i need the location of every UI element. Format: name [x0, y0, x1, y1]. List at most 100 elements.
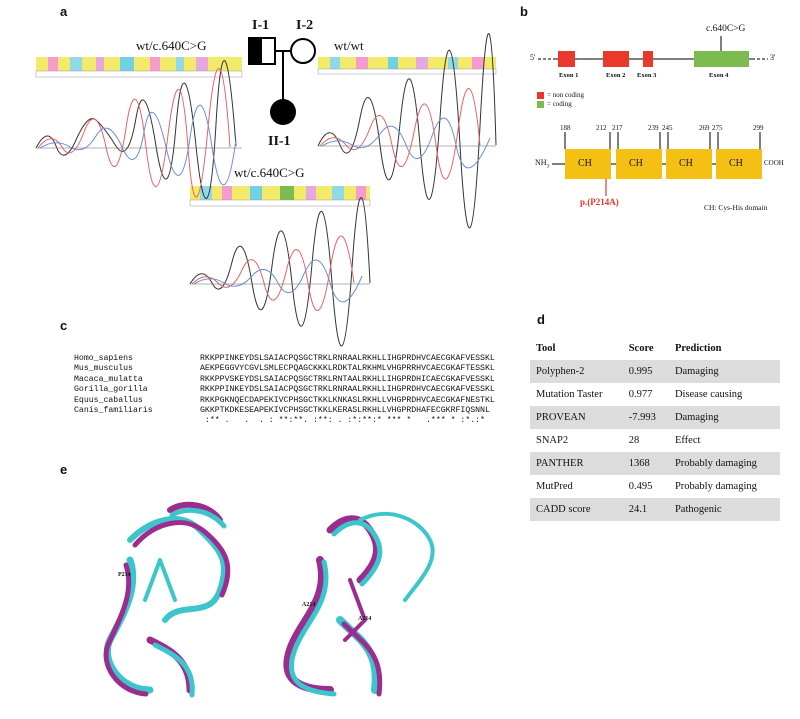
mother-symbol — [290, 38, 316, 64]
pedigree-id-child: II-1 — [268, 134, 291, 149]
header-prediction: Prediction — [674, 342, 722, 354]
species-name: Gorilla_gorilla — [74, 385, 148, 395]
cell-prediction: Probably damaging — [668, 452, 780, 475]
table-row: Mutation Taster 0.977 Disease causing — [530, 383, 780, 406]
pos-239: 239 — [648, 124, 659, 132]
cell-score: 1368 — [622, 452, 669, 475]
panel-b-letter: b — [520, 4, 528, 19]
table-row: PROVEAN -7.993 Damaging — [530, 406, 780, 429]
ch-domain-2 — [616, 149, 662, 179]
species-name: Canis_familiaris — [74, 406, 153, 416]
legend-noncoding-label: = non coding — [547, 91, 584, 99]
conservation-row: :** . . . : **:**. :**: . :*:**:* *** * … — [200, 416, 485, 426]
pos-245: 245 — [662, 124, 673, 132]
structure-left — [103, 501, 231, 698]
sequence-row: AEKPEGGVYCGVLSMLECPQAGCKKKLRDKTALRKHMLVH… — [200, 364, 495, 374]
header-score: Score — [628, 342, 654, 354]
exon-3-box — [643, 51, 653, 67]
structure-right — [283, 511, 435, 697]
alignment-sequence-column: RKKPPINKEYDSLSAIACPQSGCTRKLRNRAALRKHLLIH… — [200, 354, 495, 427]
genotype-father: wt/c.640C>G — [136, 38, 207, 53]
residue-label-p214: P214 — [118, 572, 131, 578]
protein-variant-label: p.(P214A) — [580, 197, 619, 207]
genotype-child: wt/c.640C>G — [234, 165, 305, 180]
ch-label-3: CH — [679, 158, 693, 169]
three-prime-label: 3' — [770, 53, 776, 62]
seq-bar-child — [189, 186, 371, 207]
species-name: Macaca_mulatta — [74, 374, 143, 384]
legend-coding-swatch — [537, 101, 544, 108]
exon-4-box — [694, 51, 749, 67]
pos-299: 299 — [753, 124, 764, 132]
sequence-row: GKKPTKDKESEAPEKIVCPHSGCTKKLKERASLRKHLLVH… — [200, 406, 490, 416]
cell-prediction: Probably damaging — [674, 481, 757, 492]
ch-label-4: CH — [729, 158, 743, 169]
exon-4-label: Exon 4 — [709, 72, 729, 79]
sequence-row: RKKPGKNQECDAPEKIVCPHSGCTKKLKNKASLRKHLLVH… — [200, 395, 495, 405]
species-name: Equus_caballus — [74, 395, 143, 405]
cell-prediction: Effect — [674, 435, 701, 446]
exon-3-label: Exon 3 — [637, 72, 657, 79]
cell-tool: Polyphen-2 — [530, 360, 623, 383]
table-row: MutPred 0.495 Probably damaging — [530, 475, 780, 498]
ch-domain-4 — [716, 149, 762, 179]
ch-label-1: CH — [578, 158, 592, 169]
cell-score: 0.495 — [628, 481, 653, 492]
species-name: Mus_musculus — [74, 364, 133, 374]
table-row: CADD score 24.1 Pathogenic — [530, 498, 780, 521]
species-name: Homo_sapiens — [74, 354, 133, 363]
child-symbol — [270, 99, 296, 125]
residue-label-a214-mut: A214 — [302, 602, 316, 608]
sequence-row: RKKPPVSKEYDSLSAIACPQSGCTRKLRNTAALRKHLLIH… — [200, 374, 495, 384]
legend-coding-label: = coding — [547, 100, 572, 108]
pos-275: 275 — [712, 124, 723, 132]
ch-label-2: CH — [629, 158, 643, 169]
cell-tool: PANTHER — [530, 452, 623, 475]
cell-score: 0.995 — [622, 360, 669, 383]
cell-tool: SNAP2 — [536, 435, 569, 446]
chromatogram-father — [35, 60, 237, 199]
pos-212: 212 — [596, 124, 607, 132]
chromatogram-mother — [317, 33, 497, 229]
pos-269: 269 — [699, 124, 710, 132]
cell-tool: MutPred — [536, 481, 573, 492]
genotype-mother: wt/wt — [334, 38, 364, 53]
table-row: PANTHER 1368 Probably damaging — [530, 452, 780, 475]
ch-domain-3 — [666, 149, 712, 179]
table-header-row: Tool Score Prediction — [530, 336, 780, 360]
legend-noncoding-swatch — [537, 92, 544, 99]
cell-tool: Mutation Taster — [536, 389, 603, 400]
cell-prediction: Damaging — [668, 360, 780, 383]
cell-tool: CADD score — [530, 498, 623, 521]
domain-key-label: CH: Cys-His domain — [704, 203, 768, 212]
alignment-species-column: Homo_sapiens Mus_musculus Macaca_mulatta… — [74, 354, 153, 416]
sequence-row: RKKPPINKEYDSLSAIACPQSGCTRKLRNRAALRKHLLIH… — [200, 385, 495, 395]
panel-e-letter: e — [60, 462, 68, 477]
cell-tool: PROVEAN — [530, 406, 623, 429]
pedigree-id-father: I-1 — [252, 18, 270, 33]
cell-score: 24.1 — [622, 498, 669, 521]
table-row: SNAP2 28 Effect — [530, 429, 780, 452]
seq-bar-father — [35, 57, 243, 78]
panel-c-letter: c — [60, 318, 68, 333]
sequence-row: RKKPPINKEYDSLSAIACPQSGCTRKLRNRAALRKHLLIH… — [200, 354, 495, 363]
c-terminus-label: COOH — [764, 159, 784, 167]
chromatogram-child — [189, 197, 371, 347]
panel-d-letter: d — [537, 312, 545, 327]
residue-label-a214-wt: A214 — [358, 616, 372, 622]
pedigree-id-mother: I-2 — [296, 18, 314, 33]
domain-boundary-ticks — [564, 132, 761, 149]
cell-score: 28 — [628, 435, 640, 446]
pedigree-chart — [35, 33, 497, 347]
exon-1-label: Exon 1 — [559, 72, 579, 79]
five-prime-label: 5' — [530, 53, 536, 62]
cell-prediction: Disease causing — [674, 389, 743, 400]
pos-217: 217 — [612, 124, 623, 132]
ch-domain-1 — [565, 149, 611, 179]
father-carrier-fill — [249, 38, 262, 64]
prediction-table-container: Tool Score Prediction Polyphen-2 0.995 D… — [530, 336, 780, 521]
cell-prediction: Pathogenic — [668, 498, 780, 521]
header-tool: Tool — [536, 342, 556, 354]
table-row: Polyphen-2 0.995 Damaging — [530, 360, 780, 383]
gene-variant-label: c.640C>G — [706, 24, 746, 34]
